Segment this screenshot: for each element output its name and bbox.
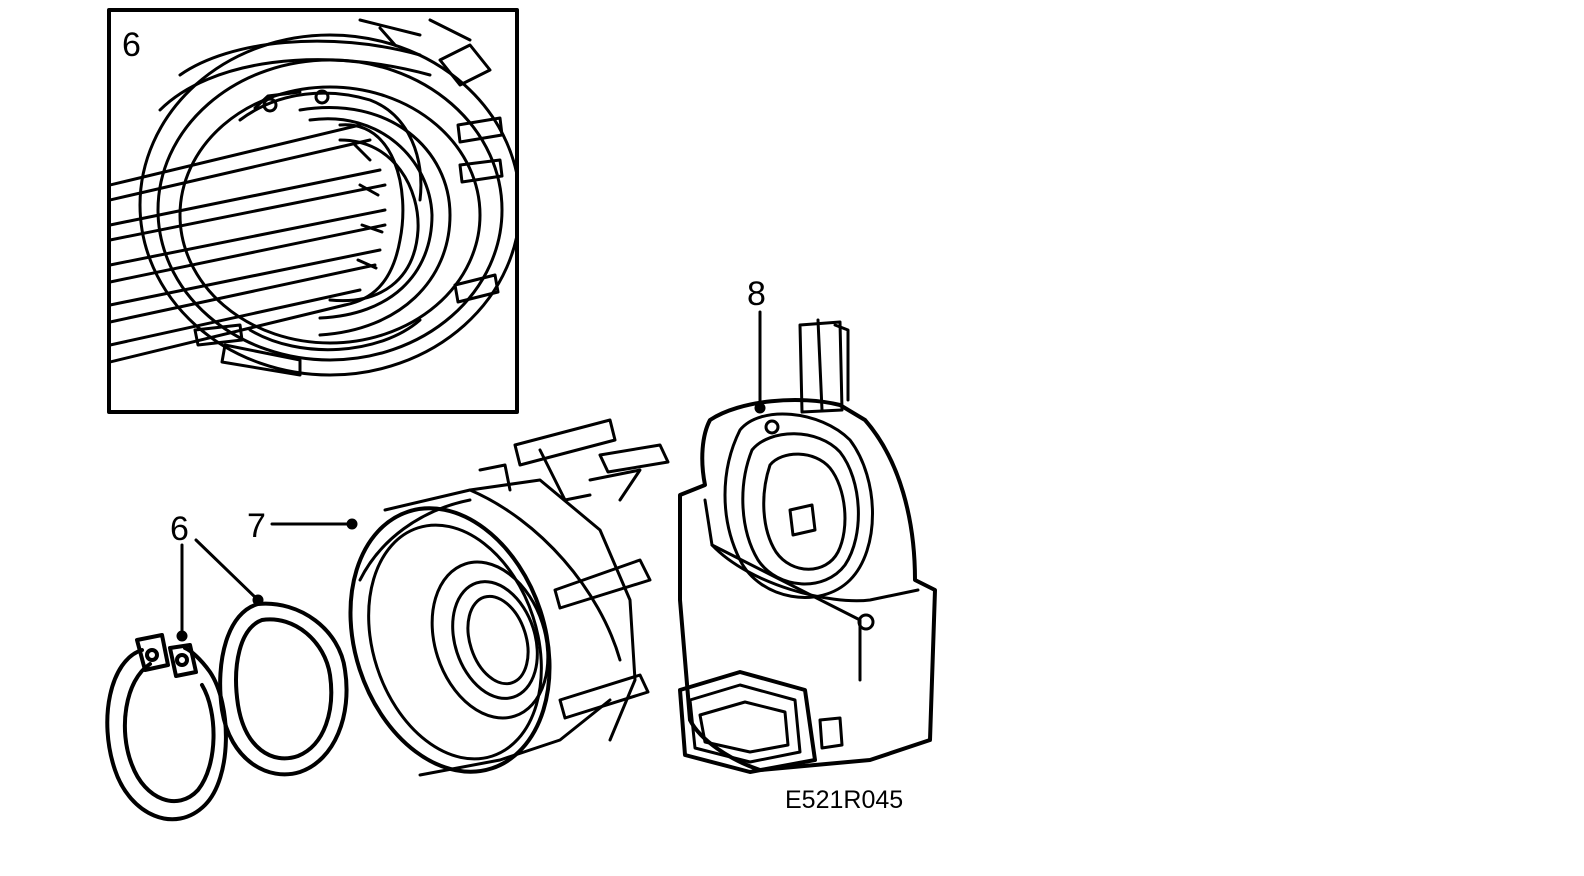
circlip-part bbox=[105, 633, 228, 822]
leader-part-6-oring bbox=[194, 538, 258, 600]
callout-leaders bbox=[176, 310, 766, 642]
inset-part-label: 6 bbox=[122, 26, 141, 64]
leader-dot bbox=[252, 594, 264, 606]
callout-label-part-7: 7 bbox=[247, 507, 266, 545]
leader-dot bbox=[176, 630, 188, 642]
housing-part bbox=[348, 418, 670, 777]
o-ring-part bbox=[218, 601, 349, 777]
inset-frame bbox=[107, 8, 519, 414]
leader-dot bbox=[754, 402, 766, 414]
steering-angle-sensor-part bbox=[678, 318, 937, 774]
leader-dot bbox=[346, 518, 358, 530]
figure-code: E521R045 bbox=[785, 786, 903, 814]
inset-detail-view: 6 bbox=[107, 8, 519, 414]
callout-label-part-6: 6 bbox=[170, 510, 189, 548]
callout-label-part-8: 8 bbox=[747, 275, 766, 313]
